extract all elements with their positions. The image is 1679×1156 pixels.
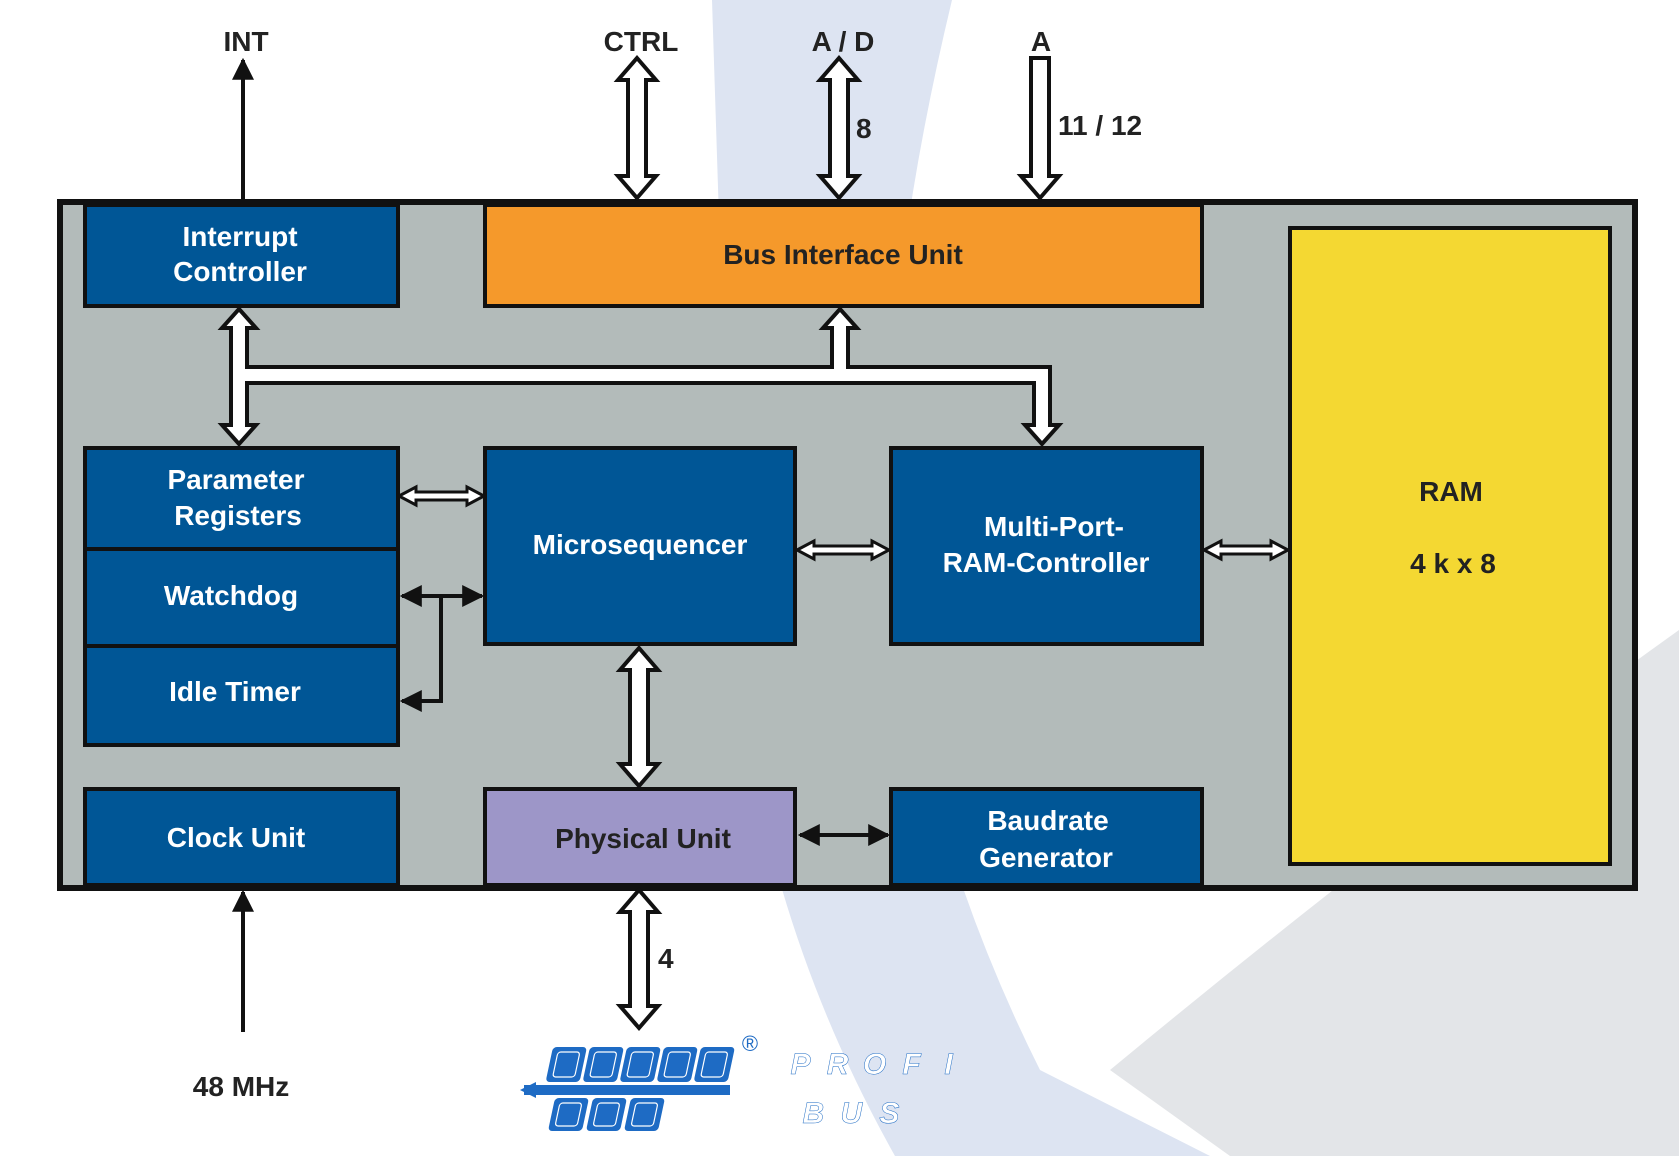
ad-signal-label: A / D [812, 26, 875, 57]
logo-bottom-letter-1: U [841, 1097, 864, 1130]
logo-top-tile-0 [546, 1047, 587, 1082]
ram-controller-label-line1: Multi-Port- [984, 511, 1124, 542]
logo-bottom-tile-outline-1 [593, 1102, 620, 1127]
addr-signal-label: A [1031, 26, 1051, 57]
idle-timer-branch-arrow [399, 596, 443, 712]
micro-physical-bidirectional-arrow [615, 644, 663, 790]
ad-width-label: 8 [856, 113, 872, 144]
physical-unit-block [483, 787, 797, 887]
address-input-arrow [1016, 56, 1064, 202]
bus-width-label: 4 [658, 943, 674, 974]
baudrate-generator-block [889, 787, 1204, 887]
logo-top-letter-0: P [791, 1048, 812, 1081]
bus-interface-unit-block [483, 203, 1204, 308]
idle-timer-block [83, 644, 400, 747]
watchdog-label: Watchdog [164, 580, 298, 611]
logo-left-arrow [520, 1082, 536, 1098]
interrupt-controller-label-line1: Interrupt [182, 221, 297, 252]
ram-controller-label-line2: RAM-Controller [943, 547, 1150, 578]
microsequencer-label: Microsequencer [533, 529, 748, 560]
parameter-registers-label-line1: Parameter [168, 464, 305, 495]
clock-frequency-label: 48 MHz [193, 1071, 289, 1102]
logo-top-tile-outline-3 [663, 1051, 691, 1078]
physical-unit-label: Physical Unit [555, 823, 731, 854]
addr-width-label: 11 / 12 [1058, 110, 1142, 141]
parameter-registers-label-line2: Registers [174, 500, 302, 531]
registered-mark: ® [742, 1031, 758, 1056]
logo-top-tile-outline-1 [589, 1051, 617, 1078]
logo-top-tile-4 [694, 1047, 735, 1082]
microsequencer-block [483, 446, 797, 646]
logo-bottom-letter-2: S [879, 1097, 899, 1130]
baudrate-generator-label-line1: Baudrate [987, 805, 1108, 836]
int-signal-label: INT [223, 26, 268, 57]
logo-top-tile-outline-4 [700, 1051, 728, 1078]
logo-top-letter-1: R [827, 1048, 849, 1081]
logo-top-tile-2 [620, 1047, 661, 1082]
ctrl-bidirectional-arrow [613, 54, 661, 202]
logo-top-tile-3 [657, 1047, 698, 1082]
parameter-registers-block [83, 446, 400, 551]
bus-interface-unit-label: Bus Interface Unit [723, 239, 963, 270]
logo-bottom-tile-2 [624, 1098, 665, 1131]
idle-timer-label: Idle Timer [169, 676, 301, 707]
clock-unit-label: Clock Unit [167, 822, 305, 853]
logo-top-letter-3: F [902, 1048, 921, 1081]
ram-block [1288, 226, 1612, 866]
internal-bus [217, 306, 1064, 447]
logo-top-tile-outline-2 [626, 1051, 654, 1078]
logo-bottom-tile-0 [548, 1098, 589, 1131]
logo-top-tile-outline-0 [552, 1051, 580, 1078]
interrupt-controller-block [83, 203, 400, 308]
logo-bus-bar [524, 1085, 730, 1095]
interrupt-controller-label-line2: Controller [173, 256, 307, 287]
logo-bottom-tile-outline-0 [555, 1102, 582, 1127]
logo-top-letter-4: I [944, 1048, 953, 1081]
ad-bidirectional-arrow [815, 54, 863, 202]
logo-bottom-tile-1 [586, 1098, 627, 1131]
ram-label-line1: RAM [1419, 476, 1483, 507]
clock-unit-block [83, 787, 400, 887]
logo-bottom-tile-outline-2 [631, 1102, 658, 1127]
logo-top-tile-1 [583, 1047, 624, 1082]
logo-bottom-letter-0: B [803, 1097, 825, 1130]
fieldbus-bidirectional-arrow [615, 886, 663, 1032]
ctrl-signal-label: CTRL [604, 26, 679, 57]
ram-label-line2: 4 k x 8 [1410, 548, 1496, 579]
ram-controller-block [889, 446, 1204, 646]
baudrate-generator-label-line2: Generator [979, 842, 1113, 873]
logo-top-letter-2: O [863, 1048, 886, 1081]
